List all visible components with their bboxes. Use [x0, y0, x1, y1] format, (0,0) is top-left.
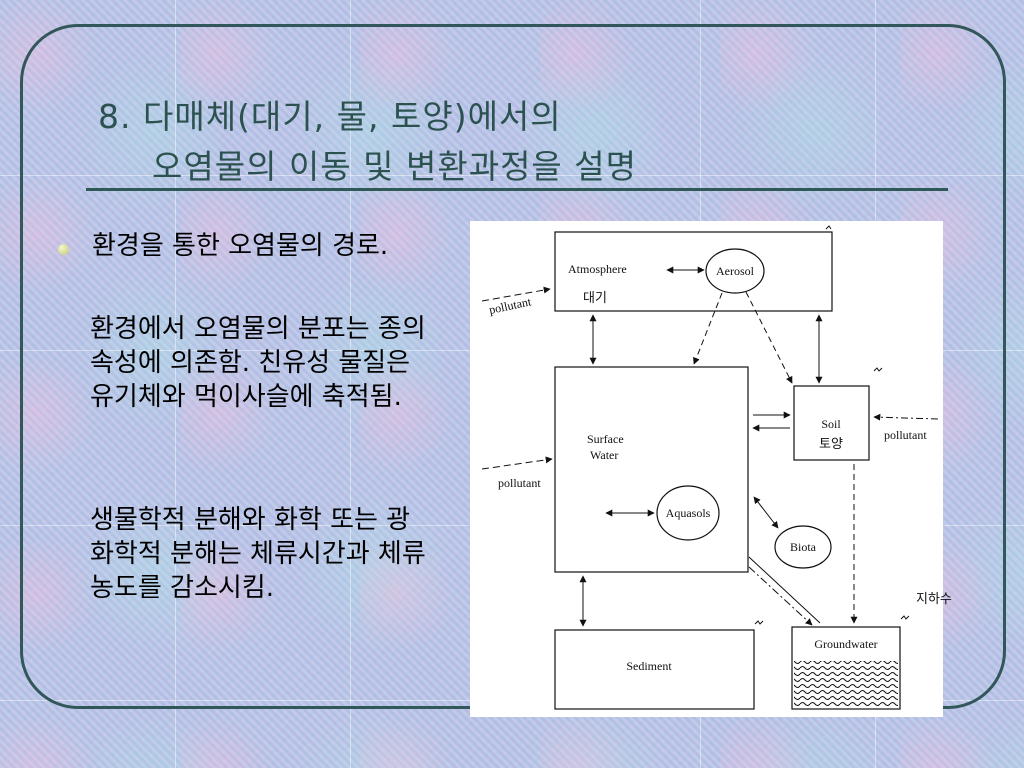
biota-label: Biota [790, 540, 817, 554]
slide-title: 8. 다매체(대기, 물, 토양)에서의 오염물의 이동 및 변환과정을 설명 [98, 92, 918, 192]
groundwater-water-pattern [794, 661, 898, 707]
title-underline [86, 188, 948, 191]
aerosol-label: Aerosol [716, 264, 755, 278]
paragraph-distribution: 환경에서 오염물의 분포는 종의 속성에 의존함. 친유성 물질은 유기체와 먹… [90, 314, 426, 412]
pollutant-label-soil: pollutant [884, 428, 927, 442]
biota-node [774, 525, 832, 569]
title-line-1: 8. 다매체(대기, 물, 토양)에서의 [98, 97, 562, 136]
title-line-2: 오염물의 이동 및 변환과정을 설명 [152, 147, 637, 186]
aerosol-node [705, 248, 765, 294]
aerosol-water-arrow [693, 292, 723, 365]
bullet-text: 환경을 통한 오염물의 경로. [92, 231, 389, 261]
pollutant-label-water: pollutant [498, 476, 541, 490]
aquasols-node [656, 485, 720, 541]
soil-korean-label: 토양 [819, 437, 843, 452]
surface-water-label-2: Water [590, 448, 618, 462]
sediment-label: Sediment [626, 659, 672, 673]
air-korean-label: 대기 [583, 291, 607, 306]
sediment-box [554, 629, 755, 710]
pollutant-pathway-diagram: Atmosphere Aerosol 대기 pollutant Surface … [470, 221, 943, 717]
surface-water-label-1: Surface [587, 432, 624, 446]
water-groundwater-arrow [748, 566, 813, 626]
atmosphere-box [554, 231, 833, 312]
groundwater-label: Groundwater [814, 637, 877, 651]
aquasols-label: Aquasols [666, 506, 711, 520]
groundwater-box [791, 626, 901, 710]
pollutant-soil-arrow [873, 413, 939, 421]
pollutant-label-atmosphere: pollutant [488, 294, 533, 317]
soil-box [793, 385, 870, 461]
bullet-icon [58, 244, 69, 255]
pollutant-atmosphere-arrow [481, 286, 551, 302]
groundwater-korean-label: 지하수 [916, 592, 952, 607]
diagram-svg: Atmosphere Aerosol 대기 pollutant Surface … [481, 225, 939, 710]
paragraph-degradation: 생물학적 분해와 화학 또는 광화학적 분해는 체류시간과 체류농도를 감소시킴… [90, 505, 426, 603]
bg-grid-line [350, 0, 351, 768]
water-biota-arrow [753, 496, 779, 529]
aerosol-soil-arrow [745, 291, 793, 384]
pollutant-water-arrow [481, 456, 553, 470]
atmosphere-label: Atmosphere [568, 262, 627, 276]
surface-water-box [554, 366, 749, 573]
water-groundwater-line [748, 556, 821, 624]
soil-label: Soil [821, 417, 841, 431]
bg-grid-line [175, 0, 176, 768]
bg-grid-line [0, 175, 1024, 176]
